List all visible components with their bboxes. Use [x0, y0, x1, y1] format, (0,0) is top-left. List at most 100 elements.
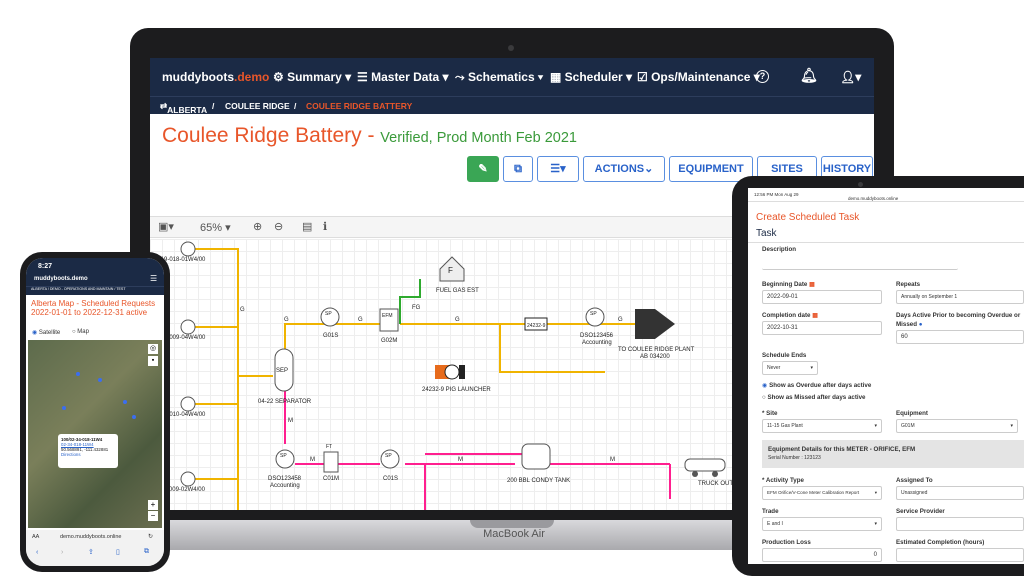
assigned-to-select[interactable]: Unassigned	[896, 486, 1024, 500]
trade-select[interactable]: E and I ▾	[762, 517, 882, 531]
completion-date-input[interactable]: 2022-10-31	[762, 321, 882, 335]
repeats-select[interactable]: Annually on September 1	[896, 290, 1024, 304]
days-active-input[interactable]: 60	[896, 330, 1024, 344]
equipment-select[interactable]: G01M ▾	[896, 419, 1018, 433]
popup-title: 100/02-34-018-11W4	[61, 437, 103, 442]
bookmarks-icon[interactable]: ▯	[116, 549, 120, 556]
line-label: G	[618, 317, 623, 323]
page-title: Coulee Ridge Battery - Verified, Prod Mo…	[162, 124, 577, 147]
fg-line-label: FG	[412, 305, 421, 311]
line-label: M	[288, 418, 293, 424]
back-icon[interactable]: ‹	[36, 549, 39, 556]
phone-page-title: Alberta Map - Scheduled Requests 2022-01…	[31, 299, 156, 317]
dso-label: DSO123456	[580, 333, 614, 339]
g02m-label: G02M	[381, 338, 397, 344]
tabs-icon[interactable]: ⧉	[144, 548, 149, 555]
assigned-to-label: Assigned To	[896, 477, 933, 484]
app-logo[interactable]: muddyboots.demo	[162, 70, 270, 84]
breadcrumb: ⇄ ALBERTA / COULEE RIDGE / COULEE RIDGE …	[150, 96, 874, 115]
zoom-in-icon[interactable]: ⊕	[253, 221, 263, 233]
breadcrumb-current: COULEE RIDGE BATTERY	[306, 101, 413, 111]
help-icon[interactable]: ?	[756, 70, 769, 83]
sep-symbol: SEP	[276, 368, 288, 374]
phone-logo[interactable]: muddyboots.demo	[34, 276, 88, 282]
service-provider-select[interactable]	[896, 517, 1024, 531]
chevron-down-icon: ▾	[874, 423, 877, 429]
line-label: M	[458, 457, 463, 463]
phone-screen: 8:27 muddyboots.demo ☰ ALBERTA / DEMO - …	[26, 258, 164, 566]
sp-symbol: SP	[385, 453, 392, 459]
zoom-select[interactable]: 65% ▾	[200, 222, 231, 234]
user-icon[interactable]: 👤︎▾	[840, 70, 862, 84]
chevron-down-icon: ▾	[874, 521, 877, 527]
share-icon[interactable]: ⇪	[88, 549, 94, 556]
nav-summary[interactable]: ⚙ Summary ▾	[273, 70, 352, 84]
tablet-status-time: 12:56 PM Mon Aug 29	[754, 192, 799, 197]
line-label: G	[284, 317, 289, 323]
overdue-radio[interactable]: ◉ Show as Overdue after days active	[762, 382, 872, 389]
nav-schematics[interactable]: ⤳ Schematics ▾	[455, 70, 544, 84]
well-label: 05-06-009-04W4/00	[152, 335, 206, 341]
activity-type-select[interactable]: EFM Orifice/V-Cone Meter Calibration Rep…	[762, 486, 882, 500]
estimated-completion-input[interactable]	[896, 548, 1024, 562]
tablet-url[interactable]: demo.muddyboots.online	[848, 196, 899, 201]
equipment-label: Equipment	[896, 410, 928, 417]
info-icon[interactable]: ℹ	[323, 221, 328, 233]
laptop-brand: MacBook Air	[483, 528, 545, 540]
line-label: M	[310, 457, 315, 463]
sp-symbol: SP	[590, 311, 597, 317]
pencil-icon: ✎	[478, 163, 488, 175]
nav-master-data[interactable]: ☰ Master Data ▾	[357, 70, 449, 84]
production-loss-input[interactable]: 0	[762, 548, 882, 562]
list-menu-button[interactable]: ☰▾	[537, 156, 579, 182]
reader-aa[interactable]: AA	[32, 534, 40, 540]
pdf-icon[interactable]: ▤	[302, 221, 313, 233]
map-radio[interactable]: ○ Map	[72, 329, 89, 335]
nav-scheduler[interactable]: ▦ Scheduler ▾	[550, 70, 633, 84]
phone-url[interactable]: demo.muddyboots.online	[60, 534, 122, 540]
popup-link[interactable]: 02-34-018-11W4	[61, 442, 94, 447]
beginning-date-input[interactable]: 2022-09-01	[762, 290, 882, 304]
zoom-out-icon[interactable]: −	[148, 511, 158, 521]
actions-button[interactable]: ACTIONS⌄	[583, 156, 665, 182]
missed-radio[interactable]: ○ Show as Missed after days active	[762, 394, 866, 401]
production-loss-label: Production Loss	[762, 539, 811, 546]
laptop-bezel	[150, 510, 874, 522]
satellite-map[interactable]: 100/02-34-018-11W4 02-34-018-11W4 50.568…	[28, 340, 162, 528]
pig-label: 24232-9 PIG LAUNCHER	[422, 387, 491, 393]
g01s-label: G01S	[323, 333, 338, 339]
line-label: G	[240, 307, 245, 313]
breadcrumb-alberta[interactable]: ⇄ ALBERTA	[160, 101, 208, 115]
zoom-in-icon[interactable]: +	[148, 500, 158, 510]
popup-coords: 50.568891, -111.432881	[61, 447, 109, 452]
nav-ops-maintenance[interactable]: ☑ Ops/Maintenance ▾	[637, 70, 760, 84]
panel-toggle-icon[interactable]: ▣▾	[158, 221, 174, 233]
forward-icon[interactable]: ›	[61, 549, 64, 556]
description-input[interactable]	[762, 256, 958, 270]
days-active-label: Days Active Prior to becoming Overdue or	[896, 312, 1021, 319]
hamburger-icon[interactable]: ☰	[150, 274, 158, 283]
calendar-icon: ▦	[812, 312, 819, 319]
satellite-radio[interactable]: ◉ Satellite	[32, 330, 61, 336]
bell-icon[interactable]: 🔔︎	[800, 67, 818, 83]
sp-symbol: SP	[325, 311, 332, 317]
breadcrumb-coulee-ridge[interactable]: COULEE RIDGE	[225, 101, 290, 111]
phone-time: 8:27	[38, 263, 53, 270]
zoom-out-icon[interactable]: ⊖	[274, 221, 284, 233]
schedule-ends-select[interactable]: Never ▾	[762, 361, 818, 375]
equipment-button[interactable]: EQUIPMENT	[669, 156, 753, 182]
fullscreen-icon[interactable]: ▪	[148, 356, 158, 366]
popup-directions[interactable]: Directions	[61, 452, 81, 457]
list-icon: ☰▾	[550, 163, 566, 175]
layers-icon[interactable]: ◎	[148, 344, 158, 354]
site-select[interactable]: 11-15 Gas Plant ▾	[762, 419, 882, 433]
breadcrumb-sep: /	[212, 101, 215, 111]
plant-label: TO COULEE RIDGE PLANT	[618, 347, 695, 353]
radio-on-icon: ◉	[32, 330, 38, 336]
schedule-ends-label: Schedule Ends	[762, 352, 807, 359]
laptop-notch	[470, 520, 554, 528]
radio-on-icon: ◉	[762, 382, 768, 389]
copy-button[interactable]: ⧉	[503, 156, 533, 182]
edit-button[interactable]: ✎	[467, 156, 499, 182]
reload-icon[interactable]: ↻	[148, 534, 154, 540]
